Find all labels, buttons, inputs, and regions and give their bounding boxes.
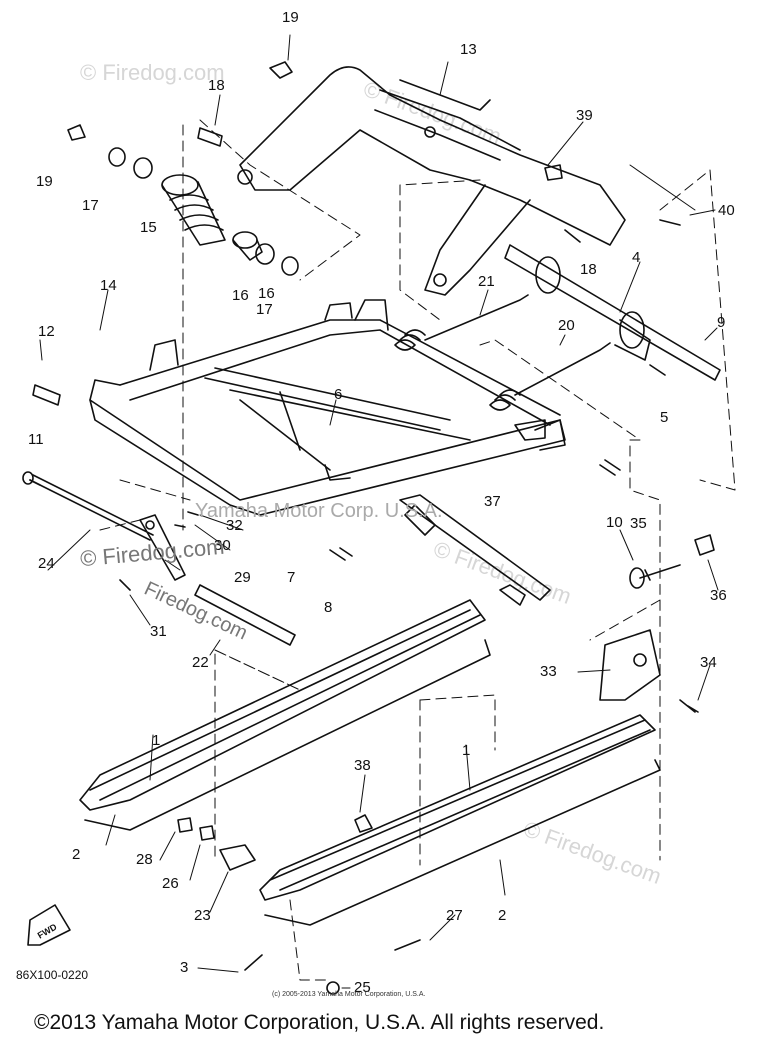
slide-shaft-37	[399, 494, 551, 606]
main-frame-6	[89, 299, 566, 516]
callout-36: 36	[710, 587, 727, 604]
callout-38: 38	[354, 757, 371, 774]
callout-16: 16	[232, 287, 249, 304]
callout-2: 2	[498, 907, 507, 924]
callout-4: 4	[632, 249, 641, 266]
callout-20: 20	[558, 317, 575, 334]
rear-shaft	[504, 244, 721, 381]
callout-19: 19	[282, 9, 299, 26]
shock-absorber-15	[161, 174, 263, 261]
callout-18: 18	[580, 261, 597, 278]
watermark-top: © Firedog.com	[80, 60, 225, 86]
callout-24: 24	[38, 555, 55, 572]
hardware	[29, 219, 715, 995]
callout-2: 2	[72, 846, 81, 863]
callout-16: 16	[258, 285, 275, 302]
callout-27: 27	[446, 907, 463, 924]
callout-5: 5	[660, 409, 669, 426]
slide-rail-right	[259, 714, 661, 926]
callout-34: 34	[700, 654, 717, 671]
watermark-center: Yamaha Motor Corp. U.S.A.	[195, 500, 443, 523]
callout-37: 37	[484, 493, 501, 510]
callout-10: 10	[606, 514, 623, 531]
small-copyright: (c) 2005-2013 Yamaha Motor Corporation, …	[272, 991, 426, 998]
callout-21: 21	[478, 273, 495, 290]
dashed-lines	[99, 119, 736, 981]
leader-lines	[39, 34, 719, 989]
callout-7: 7	[287, 569, 296, 586]
callout-8: 8	[324, 599, 333, 616]
watermark-text: Yamaha Motor Corp. U.S.A.	[195, 500, 443, 522]
callout-17: 17	[256, 301, 273, 318]
callout-11: 11	[28, 431, 44, 448]
callout-6: 6	[334, 386, 343, 403]
bracket-33	[599, 629, 661, 701]
callout-28: 28	[136, 851, 153, 868]
callout-26: 26	[162, 875, 179, 892]
callout-17: 17	[82, 197, 99, 214]
callout-32: 32	[226, 517, 243, 534]
callout-9: 9	[717, 314, 726, 331]
front-rod-24	[22, 384, 154, 541]
callout-12: 12	[38, 323, 55, 340]
callout-33: 33	[540, 663, 557, 680]
callout-3: 3	[180, 959, 189, 976]
callout-25: 25	[354, 979, 371, 996]
lower-link-29	[139, 514, 296, 646]
callout-30: 30	[214, 537, 231, 554]
callout-40: 40	[718, 202, 735, 219]
callout-35: 35	[630, 515, 647, 532]
callout-22: 22	[192, 654, 209, 671]
callout-31: 31	[150, 623, 167, 640]
callout-14: 14	[100, 277, 117, 294]
diagram-ref-code: 86X100-0220	[16, 968, 89, 982]
callout-39: 39	[576, 107, 593, 124]
watermark-text: © Firedog.com	[80, 60, 225, 85]
callout-19: 19	[36, 173, 53, 190]
callout-15: 15	[140, 219, 157, 236]
callout-1: 1	[152, 732, 161, 749]
upper-arm-13	[237, 66, 626, 296]
bushing-group	[67, 61, 563, 276]
callout-23: 23	[194, 907, 211, 924]
callout-13: 13	[460, 41, 477, 58]
slide-rail-left	[79, 599, 491, 831]
callout-29: 29	[234, 569, 251, 586]
fwd-arrow-icon	[27, 904, 71, 946]
copyright-footer: ©2013 Yamaha Motor Corporation, U.S.A. A…	[34, 1011, 605, 1034]
callout-18: 18	[208, 77, 225, 94]
torsion-springs	[394, 294, 611, 411]
callout-1: 1	[462, 742, 471, 759]
